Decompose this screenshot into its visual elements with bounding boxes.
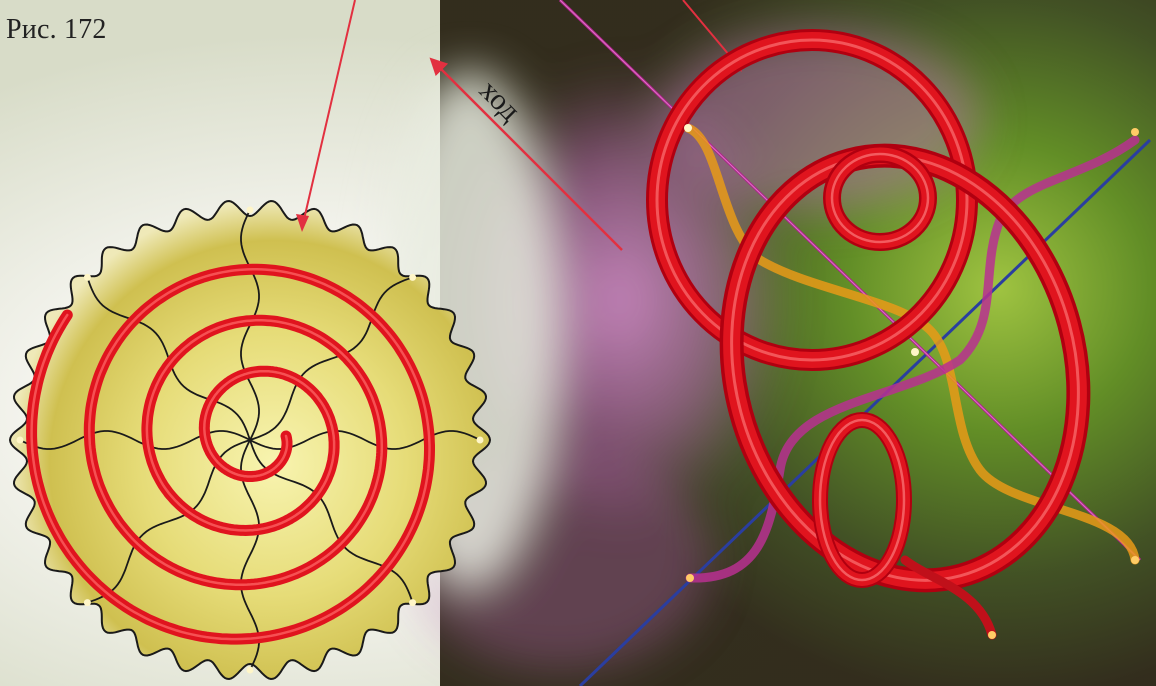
disc-nodes: [16, 206, 484, 674]
pointer-arrowhead-left: [296, 214, 309, 232]
magenta-strand: [685, 135, 1140, 583]
disc-node: [83, 273, 91, 281]
orange-strand: [683, 123, 1140, 565]
motion-arrow-line: [429, 57, 623, 251]
disc-node: [83, 599, 91, 607]
disc-meridian: [249, 276, 413, 441]
disc-node: [409, 599, 417, 607]
disc-node: [246, 666, 254, 674]
disc-node: [246, 206, 254, 214]
figure-caption: Рис. 172: [6, 14, 107, 45]
red-tube-spiral: [646, 29, 1091, 640]
magenta-wire-shine: [559, 0, 1141, 561]
pointer-line-left: [301, 0, 356, 229]
disc-node: [16, 436, 24, 444]
left-disc-diagram: [8, 199, 492, 681]
right-tube-diagram: [558, 0, 1152, 686]
tube-tail: [900, 555, 997, 640]
disc-node: [476, 436, 484, 444]
tube-nodes: [684, 124, 1139, 639]
disc-meridian: [19, 430, 251, 450]
flat-red-spiral-highlight: [30, 268, 431, 641]
disc-node: [409, 273, 417, 281]
